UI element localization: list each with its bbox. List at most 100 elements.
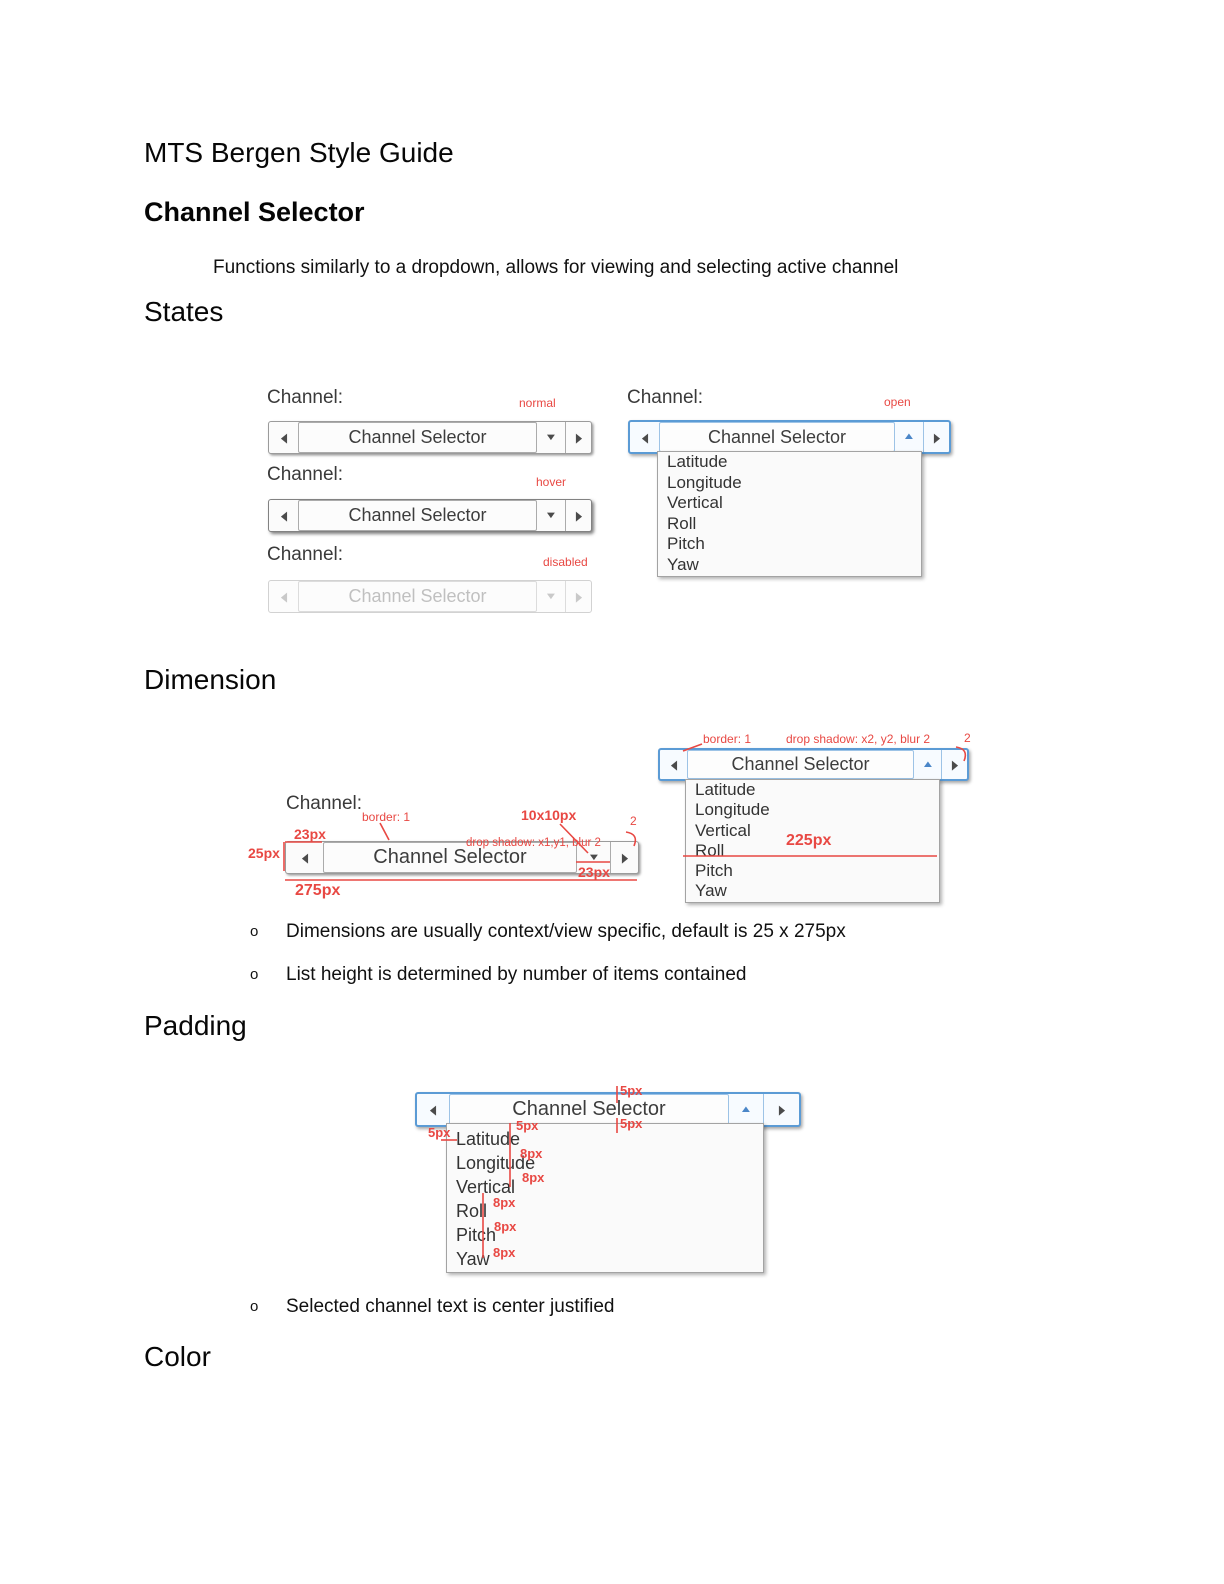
channel-list-dimension[interactable]: Latitude Longitude Vertical Roll Pitch Y… [685, 779, 940, 903]
channel-option[interactable]: Longitude [667, 472, 742, 492]
channel-option[interactable]: Yaw [456, 1249, 490, 1269]
next-channel-button[interactable]: ▶ [942, 750, 967, 779]
next-channel-button[interactable]: ▶ [566, 500, 591, 531]
right-arrow-icon: ▶ [575, 589, 582, 604]
channel-option[interactable]: Yaw [667, 554, 699, 574]
selected-channel[interactable]: Channel Selector [323, 842, 577, 873]
prev-channel-button[interactable]: ◀ [630, 422, 659, 452]
annotation-23px-left: 23px [294, 826, 326, 842]
channel-option[interactable]: Roll [695, 840, 725, 860]
channel-field-label: Channel: [627, 387, 704, 408]
channel-option[interactable]: Latitude [456, 1129, 521, 1149]
selected-channel[interactable]: Channel Selector [449, 1094, 729, 1125]
component-description: Functions similarly to a dropdown, allow… [213, 257, 899, 278]
pad-5px-above-title: 5px [620, 1083, 643, 1098]
channel-selector-padding[interactable]: ◀ Channel Selector ▲ ▶ [415, 1092, 801, 1127]
channel-option[interactable]: Vertical [667, 493, 723, 513]
channel-option[interactable]: Vertical [695, 820, 751, 840]
channel-list-open[interactable]: Latitude Longitude Vertical Roll Pitch Y… [657, 451, 922, 577]
right-arrow-icon: ▶ [575, 430, 582, 445]
prev-channel-button[interactable]: ◀ [269, 500, 298, 531]
selected-channel: Channel Selector [298, 581, 537, 612]
prev-channel-button[interactable]: ◀ [660, 750, 687, 779]
next-channel-button[interactable]: ▶ [611, 842, 638, 873]
channel-field-label: Channel: [267, 544, 344, 565]
channel-option[interactable]: Roll [667, 513, 697, 533]
channel-selector-normal[interactable]: ◀ Channel Selector ▼ ▶ [268, 421, 592, 454]
down-arrow-icon: ▼ [544, 590, 558, 602]
close-list-button[interactable]: ▲ [895, 422, 924, 452]
channel-field-label: Channel: [286, 793, 363, 814]
left-arrow-icon: ◀ [280, 508, 287, 523]
annotation-drop-shadow-open: drop shadow: x2, y2, blur 2 [786, 732, 931, 746]
channel-option[interactable]: Latitude [695, 780, 756, 799]
channel-option[interactable]: Roll [456, 1201, 488, 1221]
open-list-button[interactable]: ▼ [537, 500, 566, 531]
prev-channel-button: ◀ [269, 581, 298, 612]
next-channel-button[interactable]: ▶ [924, 422, 949, 452]
channel-list-padding[interactable]: Latitude Longitude Vertical Roll Pitch Y… [446, 1123, 764, 1273]
channel-option[interactable]: Pitch [695, 861, 733, 881]
channel-option[interactable]: Longitude [695, 800, 770, 820]
channel-selector-disabled: ◀ Channel Selector ▼ ▶ [268, 580, 592, 613]
state-caption-disabled: disabled [543, 555, 588, 569]
next-channel-button[interactable]: ▶ [764, 1094, 799, 1125]
right-arrow-icon: ▶ [933, 429, 940, 445]
up-arrow-icon: ▲ [902, 431, 916, 442]
channel-selector-open[interactable]: ◀ Channel Selector ▲ ▶ [628, 420, 951, 454]
section-dimension: Dimension [144, 664, 277, 695]
down-arrow-icon: ▼ [544, 431, 558, 443]
close-list-button[interactable]: ▲ [729, 1094, 764, 1125]
left-arrow-icon: ◀ [301, 850, 308, 865]
open-list-button[interactable]: ▼ [577, 842, 611, 873]
channel-option[interactable]: Yaw [695, 881, 727, 901]
pad-8px-gap-3: 8px [493, 1195, 516, 1210]
down-arrow-icon: ▼ [586, 851, 601, 863]
annotation-radius-2-open: 2 [964, 731, 971, 745]
selected-channel-label: Channel Selector [707, 426, 847, 447]
pad-5px-list-top: 5px [516, 1118, 539, 1133]
left-arrow-icon: ◀ [641, 429, 648, 445]
selected-channel-label: Channel Selector [731, 754, 870, 774]
state-caption-normal: normal [519, 396, 556, 410]
channel-selector-hover[interactable]: ◀ Channel Selector ▼ ▶ [268, 499, 592, 532]
page-title: MTS Bergen Style Guide [144, 137, 454, 168]
right-arrow-icon: ▶ [778, 1102, 785, 1117]
bullet-marker: o [250, 966, 259, 983]
channel-option[interactable]: Pitch [667, 534, 705, 554]
selected-channel[interactable]: Channel Selector [659, 422, 895, 452]
annotation-border-open: border: 1 [703, 732, 752, 746]
bullet-marker: o [250, 923, 259, 940]
channel-option[interactable]: Pitch [456, 1225, 497, 1245]
prev-channel-button[interactable]: ◀ [417, 1094, 449, 1125]
close-list-button[interactable]: ▲ [914, 750, 942, 779]
up-arrow-icon: ▲ [739, 1103, 753, 1115]
prev-channel-button[interactable]: ◀ [286, 842, 323, 873]
channel-option[interactable]: Longitude [456, 1153, 536, 1173]
left-arrow-icon: ◀ [429, 1102, 437, 1117]
open-list-button[interactable]: ▼ [537, 422, 566, 453]
annotation-radius-2: 2 [630, 814, 637, 828]
prev-channel-button[interactable]: ◀ [269, 422, 298, 453]
dimension-bullet-2: o List height is determined by number of… [250, 964, 747, 985]
annotation-225px: 225px [786, 832, 832, 849]
pad-8px-gap-2: 8px [522, 1170, 545, 1185]
selected-channel-label: Channel Selector [348, 586, 487, 606]
annotation-border: border: 1 [362, 810, 411, 824]
channel-selector-open-dimension[interactable]: ◀ Channel Selector ▲ ▶ [658, 748, 969, 781]
left-arrow-icon: ◀ [670, 757, 677, 772]
selected-channel-label: Channel Selector [348, 505, 487, 525]
annotation-drop-shadow-closed: drop shadow: x1,y1, blur 2 [466, 837, 601, 849]
open-list-button: ▼ [537, 581, 566, 612]
right-arrow-icon: ▶ [575, 508, 582, 523]
selected-channel[interactable]: Channel Selector [687, 750, 914, 779]
selected-channel-label: Channel Selector [512, 1098, 666, 1120]
next-channel-button[interactable]: ▶ [566, 422, 591, 453]
channel-option[interactable]: Latitude [667, 452, 728, 471]
bullet-marker: o [250, 1298, 259, 1315]
channel-option[interactable]: Vertical [456, 1177, 516, 1197]
selected-channel[interactable]: Channel Selector [298, 422, 537, 453]
left-arrow-icon: ◀ [280, 589, 287, 604]
selected-channel[interactable]: Channel Selector [298, 500, 537, 531]
